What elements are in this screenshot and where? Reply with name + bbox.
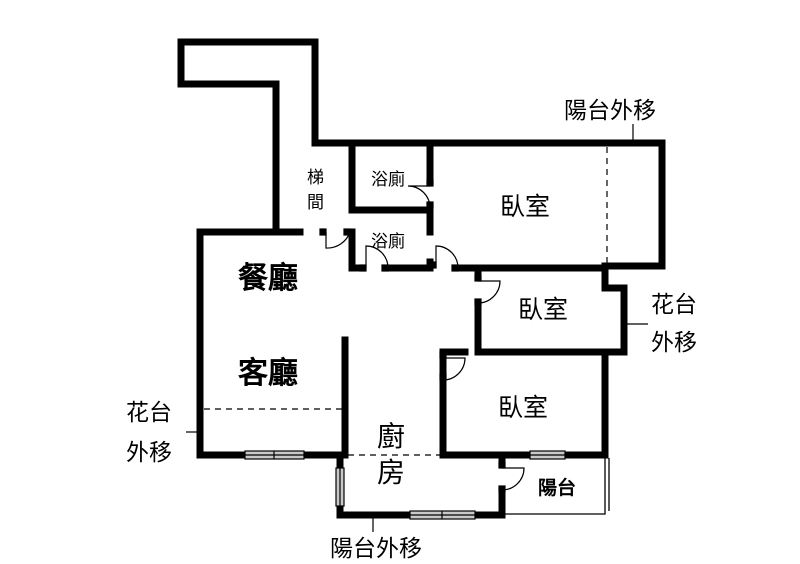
note-flower-shift-right-1: 花台 (651, 292, 697, 318)
leader-lines (186, 124, 648, 532)
room-label-bedroom-mid: 臥室 (518, 295, 568, 324)
room-label-kitchen-2: 房 (377, 456, 405, 489)
door-low-bedroom (439, 351, 466, 381)
doors (319, 179, 525, 493)
door-bath-lower (359, 245, 389, 272)
balcony-rail (502, 455, 606, 515)
note-flower-shift-left-1: 花台 (126, 400, 172, 426)
stair-shaft-inner-wall (177, 38, 280, 236)
door-balcony (498, 461, 525, 493)
window-kitchen-left (335, 467, 345, 507)
bath-divider (348, 206, 434, 236)
room-label-stair-1: 梯 (307, 168, 324, 188)
door-mid-bedroom (474, 274, 501, 306)
room-label-bedroom-low: 臥室 (498, 393, 548, 422)
room-label-bedroom-top: 臥室 (500, 192, 550, 221)
window-low-bedroom (529, 450, 566, 460)
room-label-balcony: 陽台 (538, 476, 576, 499)
room-label-kitchen-1: 廚 (377, 420, 405, 453)
windows (244, 450, 566, 520)
mid-bedroom-outer (561, 262, 628, 459)
door-stair (319, 228, 351, 249)
door-bedroom-top (429, 245, 459, 272)
note-balcony-shift-bottom: 陽台外移 (330, 536, 422, 562)
dashed-lines (204, 147, 608, 456)
stair-shaft-wall (177, 38, 666, 270)
bath-mid-wall (348, 228, 364, 272)
door-bath-upper (407, 179, 434, 209)
room-label-stair-2: 間 (307, 193, 324, 213)
note-balcony-shift-top: 陽台外移 (564, 98, 656, 124)
note-flower-shift-right-2: 外移 (651, 330, 697, 356)
mid-bedroom-left-2 (474, 301, 609, 356)
room-label-dining: 餐廳 (238, 261, 298, 296)
bath-lower-bottom (384, 258, 434, 272)
thin-lines (502, 455, 610, 515)
room-label-bath-lower: 浴廁 (371, 231, 405, 252)
living-outer-wall (196, 228, 280, 459)
room-label-living: 客廳 (238, 356, 298, 391)
window-living (244, 450, 305, 460)
note-flower-shift-left-2: 外移 (126, 440, 172, 466)
window-kitchen-bottom (409, 510, 476, 520)
kitchen-bottom-wall (471, 488, 506, 519)
room-label-bath-upper: 浴廁 (371, 169, 405, 190)
